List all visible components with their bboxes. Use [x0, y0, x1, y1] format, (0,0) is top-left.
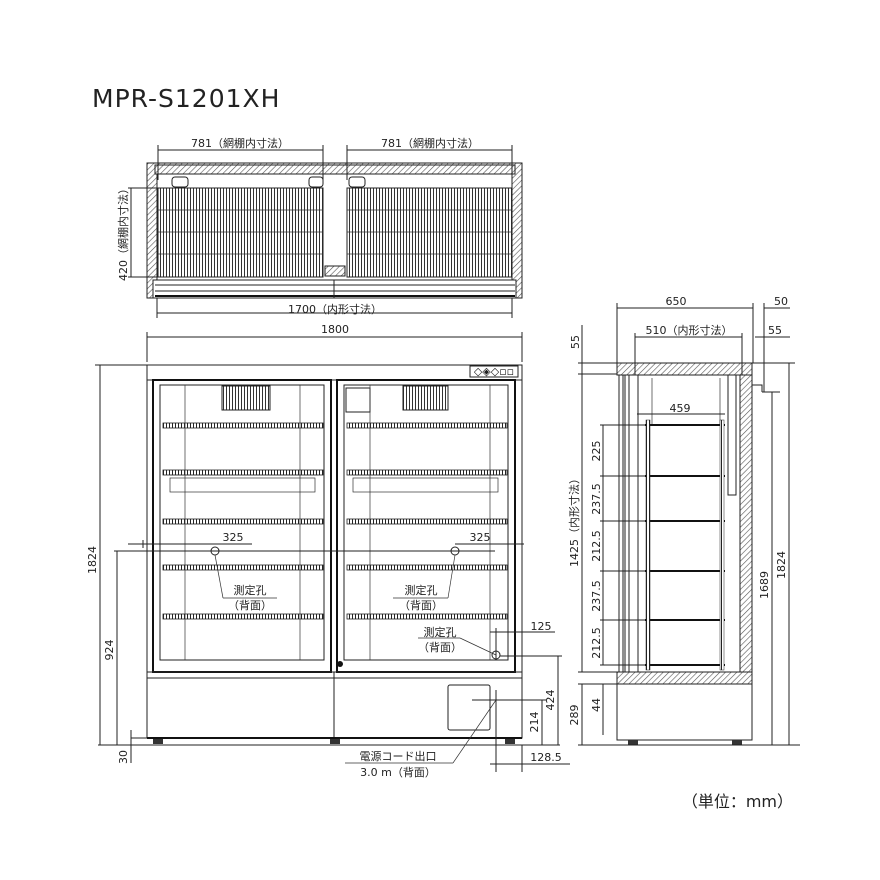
dim-1689: 1689	[758, 571, 771, 599]
dim-50: 50	[774, 295, 788, 308]
top-rear-strip	[154, 164, 516, 175]
dim-spacing-1: 225	[590, 441, 603, 462]
side-shelves	[645, 424, 725, 666]
dim-781-right: 781（網棚内寸法）	[381, 136, 479, 150]
dim-781-left: 781（網棚内寸法）	[191, 136, 289, 150]
front-view: ◇◈◇▫▫ 測定孔 （背面） 測定孔	[86, 364, 570, 779]
svg-text:◇◈◇▫▫: ◇◈◇▫▫	[474, 365, 514, 378]
dim-924: 924	[103, 640, 116, 661]
dim-spacing-3: 212.5	[590, 530, 603, 562]
foot	[153, 739, 163, 744]
side-view: 650 50 510（内形寸法） 55 55 1425（内形寸法） 459 22…	[567, 295, 800, 746]
wire-shelf-left	[157, 187, 324, 278]
dim-325-right: 325	[470, 531, 491, 544]
dim-spacing-5: 212.5	[590, 627, 603, 659]
dim-55-rear: 55	[768, 324, 782, 337]
units-label: （単位：mm）	[682, 792, 793, 811]
hole-sub-right: （背面）	[399, 598, 443, 612]
hole-label-right: 測定孔	[405, 583, 438, 597]
dim-459: 459	[670, 402, 691, 415]
side-top-wall	[616, 362, 753, 376]
hole-label-bottom: 測定孔	[424, 625, 457, 639]
dim-1425: 1425（内形寸法）	[567, 473, 581, 567]
side-rear-wall	[739, 374, 753, 676]
dim-325-left: 325	[223, 531, 244, 544]
hole-label-left: 測定孔	[234, 583, 267, 597]
dim-spacing-2: 237.5	[590, 483, 603, 515]
power-cord-sub: 3.0 m（背面）	[360, 765, 436, 779]
top-view: 781（網棚内寸法） 781（網棚内寸法） 420（網棚内寸法） 1700（内形…	[116, 136, 523, 362]
foot	[330, 739, 340, 744]
dim-424: 424	[544, 690, 557, 711]
dim-30: 30	[117, 750, 130, 764]
dim-1824-side: 1824	[775, 551, 788, 579]
model-title: MPR-S1201XH	[92, 84, 280, 113]
shelves	[162, 422, 508, 620]
hole-sub-left: （背面）	[228, 598, 272, 612]
dim-510: 510（内形寸法）	[646, 323, 733, 337]
dim-55-top: 55	[569, 335, 582, 349]
dim-214: 214	[528, 712, 541, 733]
dim-44: 44	[590, 698, 603, 712]
dim-289: 289	[568, 705, 581, 726]
dim-1800: 1800	[321, 323, 349, 336]
power-cord-cover	[447, 684, 491, 731]
fan-right	[402, 385, 449, 411]
dim-125: 125	[531, 620, 552, 633]
power-cord-label: 電源コード出口	[360, 749, 437, 763]
fan-left	[221, 385, 271, 411]
dim-1700: 1700（内形寸法）	[288, 302, 382, 316]
dim-128-5: 128.5	[530, 751, 562, 764]
dim-spacing-4: 237.5	[590, 580, 603, 612]
dim-420: 420（網棚内寸法）	[116, 183, 130, 281]
hole-sub-bottom: （背面）	[418, 640, 462, 654]
foot	[505, 739, 515, 744]
dim-1824-front: 1824	[86, 546, 99, 574]
wire-shelf-right	[346, 187, 513, 278]
control-panel	[469, 365, 519, 378]
dim-650: 650	[666, 295, 687, 308]
